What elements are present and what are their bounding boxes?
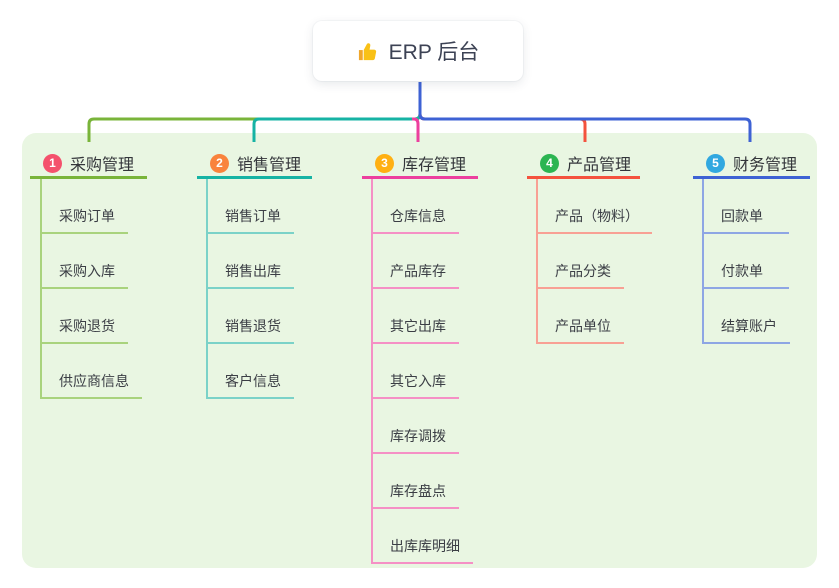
branch-title-finance[interactable]: 5 财务管理 bbox=[693, 150, 810, 179]
branch-title-purchase[interactable]: 1 采购管理 bbox=[30, 150, 147, 179]
node-stock-count[interactable]: 库存盘点 bbox=[373, 454, 459, 509]
branch-badge-5: 5 bbox=[706, 153, 725, 173]
branch-label: 采购管理 bbox=[70, 157, 135, 174]
branch-badge-3: 3 bbox=[375, 153, 394, 173]
branches-panel bbox=[22, 133, 817, 568]
branch-title-product[interactable]: 4 产品管理 bbox=[527, 150, 640, 179]
branch-inventory: 3 库存管理 仓库信息 产品库存 其它出库 其它入库 库存调拨 库存盘点 出库库… bbox=[362, 150, 478, 564]
branch-label: 库存管理 bbox=[402, 157, 467, 174]
branch-product: 4 产品管理 产品（物料） 产品分类 产品单位 bbox=[527, 150, 652, 344]
node-purchase-order[interactable]: 采购订单 bbox=[42, 179, 128, 234]
node-sales-return[interactable]: 销售退货 bbox=[208, 289, 294, 344]
node-settlement-account[interactable]: 结算账户 bbox=[704, 289, 790, 344]
node-product-category[interactable]: 产品分类 bbox=[538, 234, 624, 289]
branch-title-sales[interactable]: 2 销售管理 bbox=[197, 150, 312, 179]
branch-children: 产品（物料） 产品分类 产品单位 bbox=[536, 179, 652, 344]
node-warehouse-info[interactable]: 仓库信息 bbox=[373, 179, 459, 234]
node-receipt-bill[interactable]: 回款单 bbox=[704, 179, 789, 234]
node-sales-outbound[interactable]: 销售出库 bbox=[208, 234, 294, 289]
node-purchase-inbound[interactable]: 采购入库 bbox=[42, 234, 128, 289]
node-product-material[interactable]: 产品（物料） bbox=[538, 179, 652, 234]
node-payment-bill[interactable]: 付款单 bbox=[704, 234, 789, 289]
branch-badge-4: 4 bbox=[540, 153, 559, 173]
node-sales-order[interactable]: 销售订单 bbox=[208, 179, 294, 234]
branch-purchase: 1 采购管理 采购订单 采购入库 采购退货 供应商信息 bbox=[30, 150, 147, 399]
branch-children: 回款单 付款单 结算账户 bbox=[702, 179, 790, 344]
branch-sales: 2 销售管理 销售订单 销售出库 销售退货 客户信息 bbox=[197, 150, 312, 399]
root-node[interactable]: ERP 后台 bbox=[313, 21, 523, 81]
node-stock-transfer[interactable]: 库存调拨 bbox=[373, 399, 459, 454]
branch-label: 财务管理 bbox=[733, 157, 798, 174]
branch-children: 仓库信息 产品库存 其它出库 其它入库 库存调拨 库存盘点 出库库明细 bbox=[371, 179, 473, 564]
node-in-out-detail[interactable]: 出库库明细 bbox=[373, 509, 473, 564]
node-other-inbound[interactable]: 其它入库 bbox=[373, 344, 459, 399]
node-customer-info[interactable]: 客户信息 bbox=[208, 344, 294, 399]
branch-children: 销售订单 销售出库 销售退货 客户信息 bbox=[206, 179, 294, 399]
node-product-unit[interactable]: 产品单位 bbox=[538, 289, 624, 344]
branch-finance: 5 财务管理 回款单 付款单 结算账户 bbox=[693, 150, 810, 344]
branch-label: 产品管理 bbox=[567, 157, 632, 174]
branch-children: 采购订单 采购入库 采购退货 供应商信息 bbox=[40, 179, 142, 399]
branch-badge-2: 2 bbox=[210, 153, 229, 173]
branch-title-inventory[interactable]: 3 库存管理 bbox=[362, 150, 478, 179]
branch-label: 销售管理 bbox=[237, 157, 302, 174]
branch-badge-1: 1 bbox=[43, 153, 62, 173]
node-supplier-info[interactable]: 供应商信息 bbox=[42, 344, 142, 399]
node-purchase-return[interactable]: 采购退货 bbox=[42, 289, 128, 344]
thumbs-up-icon bbox=[357, 40, 380, 63]
node-other-outbound[interactable]: 其它出库 bbox=[373, 289, 459, 344]
node-product-stock[interactable]: 产品库存 bbox=[373, 234, 459, 289]
root-title: ERP 后台 bbox=[388, 41, 480, 64]
